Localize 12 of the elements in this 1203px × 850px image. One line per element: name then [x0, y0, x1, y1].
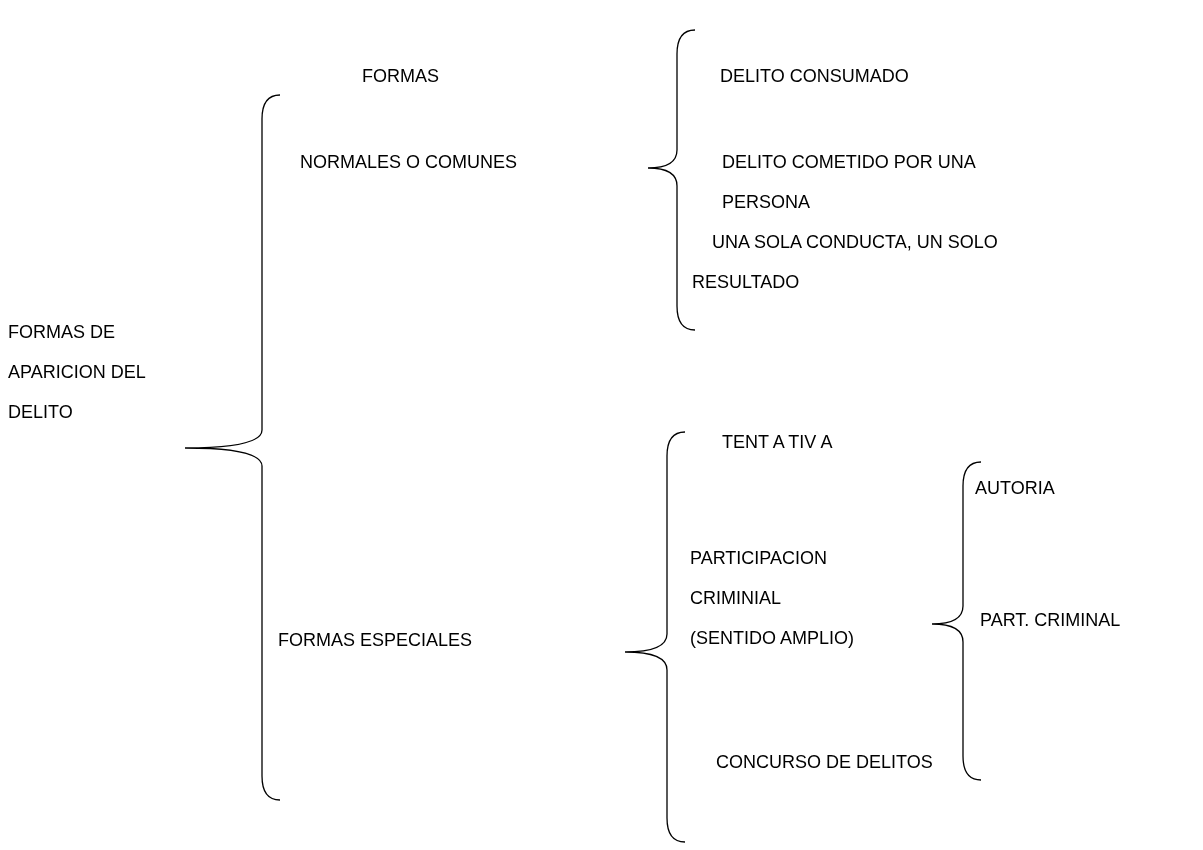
classification-label: AUTORIA: [975, 477, 1056, 500]
classification-label: CONCURSO DE DELITOS: [716, 751, 934, 774]
classification-label: PARTICIPACION CRIMINIAL (SENTIDO AMPLIO): [690, 547, 856, 650]
classification-label: PART. CRIMINAL: [980, 609, 1122, 632]
classification-label: FORMAS: [362, 65, 440, 88]
classification-label: DELITO CONSUMADO: [720, 65, 910, 88]
classification-label: FORMAS DE APARICION DEL DELITO: [8, 321, 147, 424]
classification-label: TENT A TIV A: [722, 431, 834, 454]
classification-label: FORMAS ESPECIALES: [278, 629, 474, 652]
classification-label: DELITO COMETIDO POR UNA PERSONA: [722, 151, 977, 214]
classification-label: NORMALES O COMUNES: [300, 151, 519, 174]
classification-label: UNA SOLA CONDUCTA, UN SOLO RESULTADO: [692, 231, 999, 294]
